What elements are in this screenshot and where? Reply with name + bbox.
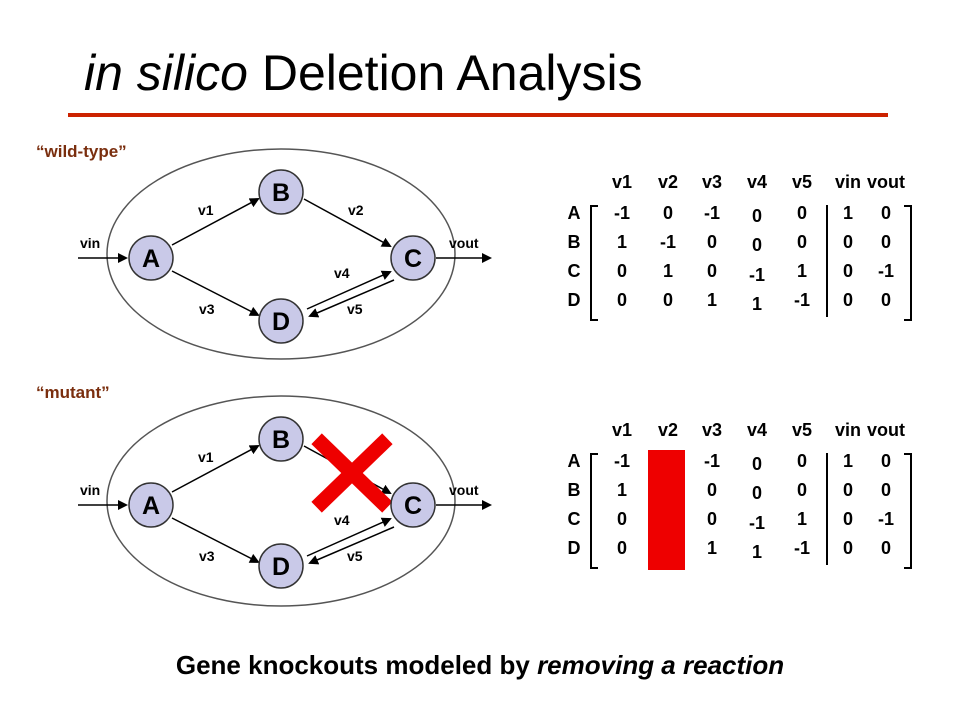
node-label: B <box>272 179 290 207</box>
cross-icon <box>311 433 393 513</box>
edge-label-v2: v2 <box>348 202 364 218</box>
edge-v3 <box>171 270 260 316</box>
node-d: D <box>258 543 304 589</box>
node-label: C <box>404 245 422 273</box>
node-label: A <box>142 492 160 520</box>
edge-label-v5: v5 <box>347 301 363 317</box>
node-label: A <box>142 245 160 273</box>
node-a: A <box>128 482 174 528</box>
edge-label-v4: v4 <box>334 512 350 528</box>
edge-v2 <box>303 198 392 247</box>
node-b: B <box>258 416 304 462</box>
node-label: D <box>272 308 290 336</box>
edge-label-v1: v1 <box>198 202 214 218</box>
title-rest: Deletion Analysis <box>247 45 643 101</box>
page-title: in silico Deletion Analysis <box>84 44 643 102</box>
node-label: D <box>272 553 290 581</box>
node-a: A <box>128 235 174 281</box>
node-b: B <box>258 169 304 215</box>
edge-label-v1: v1 <box>198 449 214 465</box>
edge-v3 <box>171 517 260 563</box>
edge-label-v3: v3 <box>199 301 215 317</box>
edge-v1 <box>171 445 260 493</box>
title-italic: in silico <box>84 45 248 101</box>
edge-v5 <box>308 526 395 565</box>
node-label: C <box>404 492 422 520</box>
edge-label-vin: vin <box>80 235 100 251</box>
edge-v4 <box>306 517 392 557</box>
edge-v4 <box>306 270 392 310</box>
edge-label-vout: vout <box>449 482 479 498</box>
edge-v1 <box>171 198 260 246</box>
title-underline <box>68 113 888 117</box>
node-label: B <box>272 426 290 454</box>
edge-label-v4: v4 <box>334 265 350 281</box>
mutant-label: “mutant” <box>36 383 110 402</box>
caption-emphasis: removing a reaction <box>537 650 785 680</box>
node-d: D <box>258 298 304 344</box>
edge-label-vout: vout <box>449 235 479 251</box>
cell-boundary <box>106 148 456 360</box>
caption: Gene knockouts modeled by removing a rea… <box>0 650 960 681</box>
edge-label-v5: v5 <box>347 548 363 564</box>
wild-type-label: “wild-type” <box>36 142 127 161</box>
node-c: C <box>390 235 436 281</box>
edge-label-v3: v3 <box>199 548 215 564</box>
mutant-network: A B C D v1 v3 v4 v5 vin vout <box>78 395 492 607</box>
node-c: C <box>390 482 436 528</box>
wild-type-network: A B C D v1 v2 v3 v4 v5 vin vout <box>78 148 492 360</box>
edge-v5 <box>308 279 395 318</box>
caption-text: Gene knockouts modeled by <box>175 650 538 680</box>
edge-label-vin: vin <box>80 482 100 498</box>
